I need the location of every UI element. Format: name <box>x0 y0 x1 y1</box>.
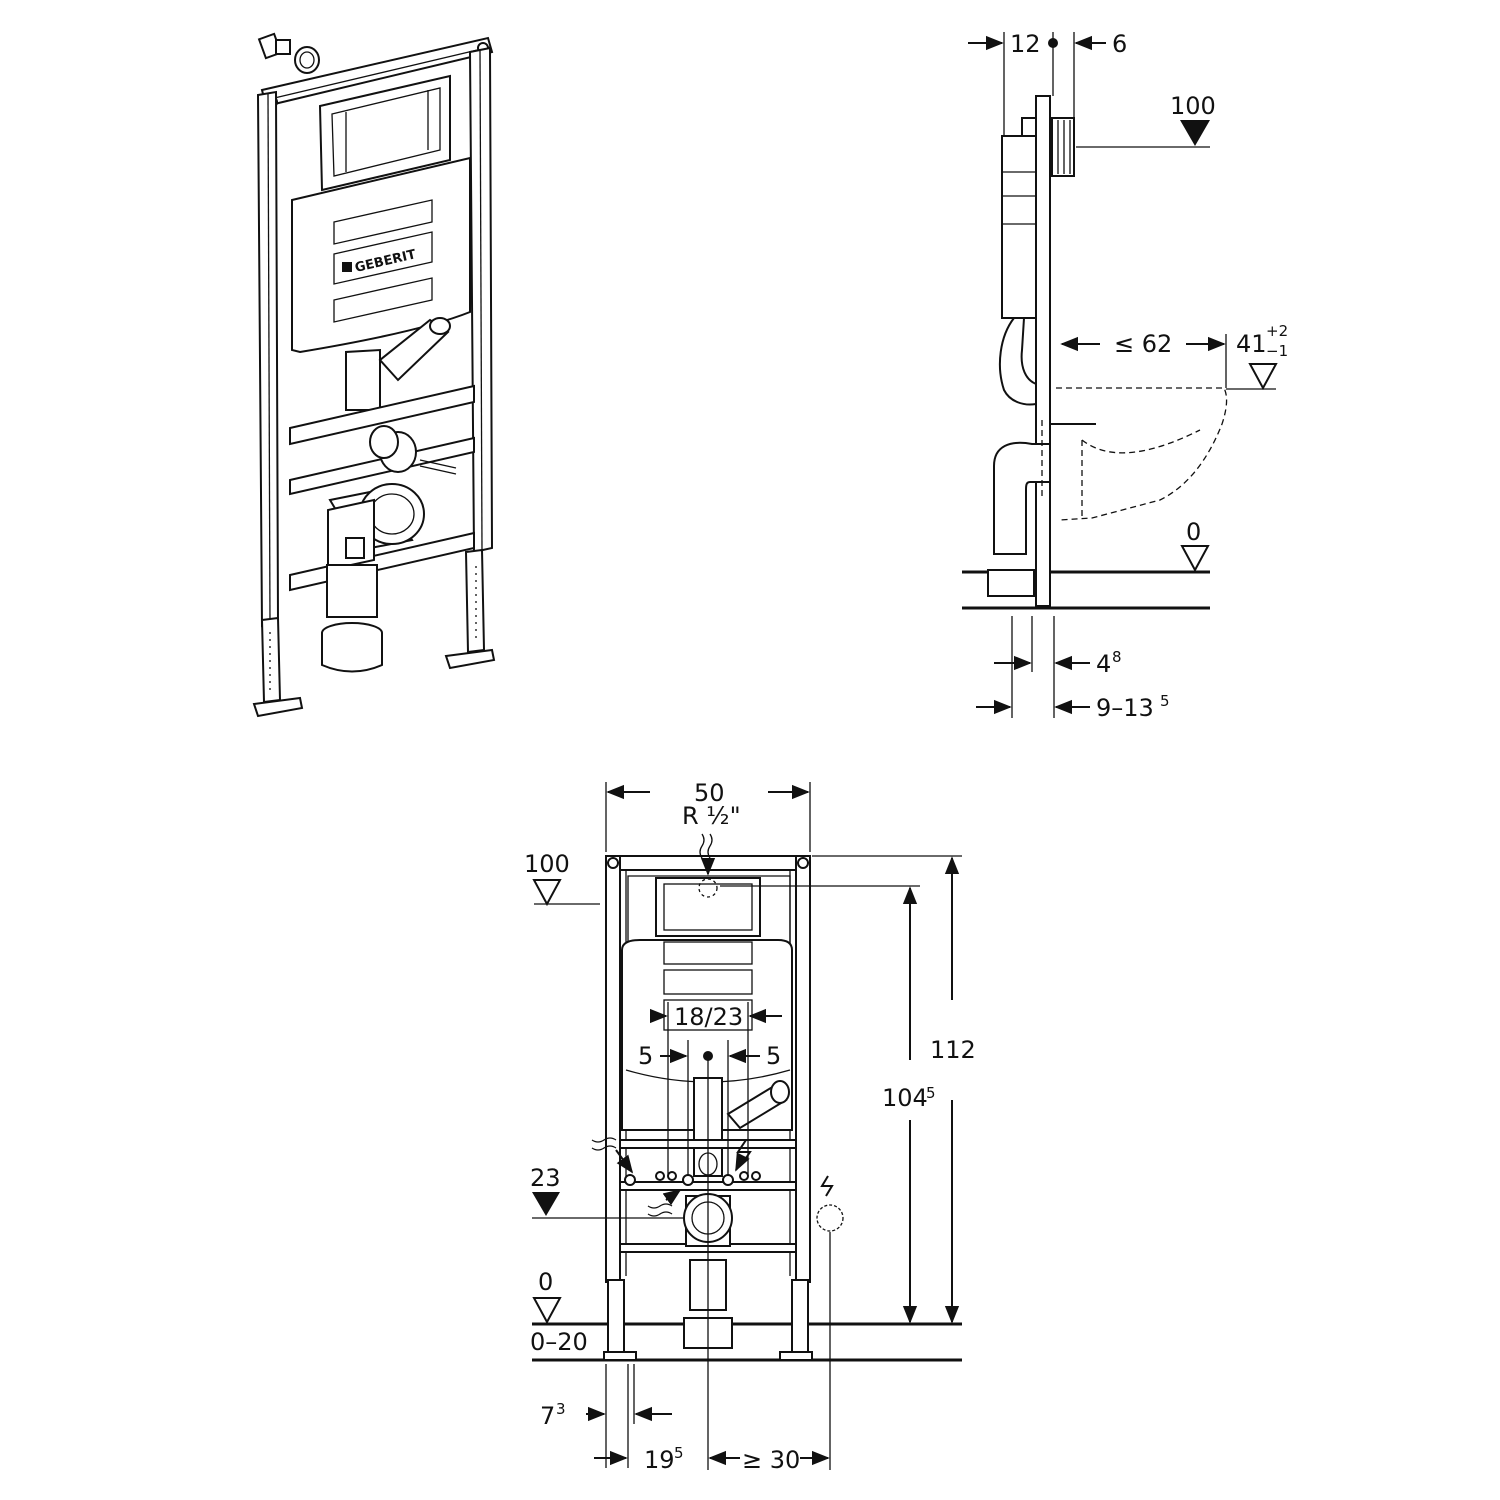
dim-frame-depth: 4 <box>1096 650 1111 678</box>
dim-wall-gap-sup: 5 <box>1160 692 1170 710</box>
dim-right-offset: 5 <box>766 1042 781 1070</box>
dim-bowl-projection: ≤ 62 <box>1114 330 1172 358</box>
level-front-100: 100 <box>524 850 570 878</box>
dim-left-offset: 5 <box>638 1042 653 1070</box>
level-front-0: 0 <box>538 1268 553 1296</box>
dim-side-12: 12 <box>1010 30 1041 58</box>
dim-leg: 19 <box>644 1446 675 1474</box>
dim-foot-sup: 3 <box>556 1400 566 1418</box>
dim-frame-depth-sup: 8 <box>1112 648 1122 666</box>
dim-width: 50 <box>694 779 725 807</box>
dim-floor-adjust: 0–20 <box>530 1328 588 1356</box>
dim-wall-gap: 9–13 <box>1096 694 1154 722</box>
dim-side-6: 6 <box>1112 30 1127 58</box>
level-side-0: 0 <box>1186 518 1201 546</box>
dim-socket-distance: ≥ 30 <box>742 1446 800 1474</box>
isometric-view: GEBERIT <box>252 32 496 718</box>
supply-fitting <box>257 32 320 74</box>
side-view: 12 6 100 ≤ 62 41 +2 −1 0 4 8 9–13 5 <box>962 30 1288 722</box>
dim-center-span: 18/23 <box>674 1003 743 1031</box>
dim-height-cistern: 104 <box>882 1084 928 1112</box>
level-bowl-base: 41 <box>1236 330 1267 358</box>
level-side-100: 100 <box>1170 92 1216 120</box>
front-view: 50 R ½" 100 112 104 5 18/23 5 5 <box>524 779 976 1474</box>
level-drain: 23 <box>530 1164 561 1192</box>
dim-foot: 7 <box>540 1402 555 1430</box>
supply-thread-label: R ½" <box>682 802 741 830</box>
dim-height-total: 112 <box>930 1036 976 1064</box>
level-bowl-sup: +2 <box>1266 322 1288 340</box>
dim-height-cistern-sup: 5 <box>926 1084 936 1102</box>
level-bowl-sub: −1 <box>1266 342 1288 360</box>
dim-leg-sup: 5 <box>674 1444 684 1462</box>
